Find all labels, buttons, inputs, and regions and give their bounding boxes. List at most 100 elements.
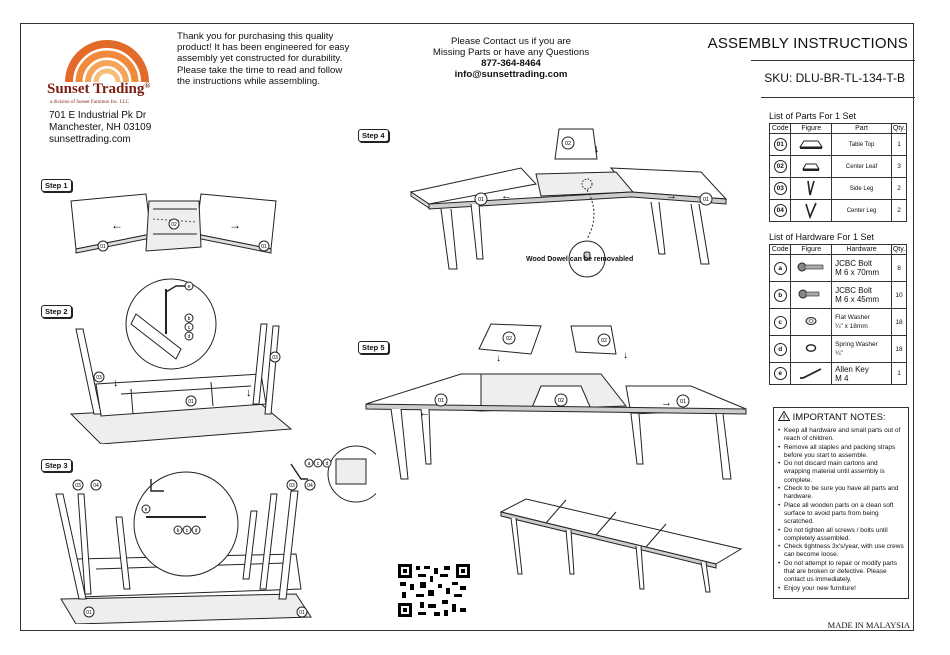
parts-list-title: List of Parts For 1 Set: [769, 111, 857, 121]
instruction-sheet: Sunset Trading® a division of Sunset Fur…: [20, 23, 915, 631]
qr-code-icon: [398, 564, 470, 617]
part-label: 02: [558, 398, 564, 404]
table-row: 01 Table Top 1: [768, 133, 907, 156]
sku-label: SKU: DLU-BR-TL-134-T-B: [764, 71, 905, 85]
sunset-arc-icon: [65, 40, 149, 83]
svg-text:↓: ↓: [594, 143, 600, 155]
part-label: 01: [188, 399, 194, 405]
list-item: Enjoy your new furniture!: [778, 585, 904, 594]
important-notes: ! IMPORTANT NOTES: Keep all hardware and…: [773, 407, 909, 599]
step-2-diagram: e b c d ↓ ↓ 03 03 01: [69, 278, 293, 444]
part-label: 02: [565, 141, 571, 147]
parts-table: Code Figure Part Qty. 01 Table Top 1 02 …: [768, 123, 907, 222]
list-item: Check tightness 3x's/year, with use crew…: [778, 543, 904, 560]
svg-text:→: →: [666, 190, 677, 202]
svg-text:↓: ↓: [496, 353, 501, 364]
part-label: b: [188, 316, 191, 322]
list-item: Keep all hardware and small parts out of…: [778, 427, 904, 444]
step-3-diagram: b c d e a c d 03 04 03 04 01 01: [55, 445, 376, 624]
part-label: e: [145, 507, 148, 513]
spring-washer-icon: [806, 344, 817, 352]
made-in-label: MADE IN MALAYSIA: [827, 620, 910, 630]
part-label: 01: [100, 244, 106, 250]
part-label: d: [195, 528, 198, 534]
list-item: Remove all staples and packing straps be…: [778, 444, 904, 461]
step-4-label: Step 4: [358, 129, 389, 142]
part-label: d: [326, 461, 329, 467]
step-1-label: Step 1: [41, 179, 72, 192]
warning-icon: !: [777, 410, 791, 422]
part-label: 03: [96, 375, 102, 381]
step-5-diagram: 02 02 ↓↓ 02 01 01 ←→: [365, 323, 747, 480]
part-label: a: [308, 461, 311, 467]
part-label: 02: [601, 338, 607, 344]
bolt-icon: [797, 262, 824, 272]
step-4-diagram: 02 ↓ 01 01 ← →: [409, 128, 728, 278]
part-label: 01: [478, 197, 484, 203]
part-label: b: [177, 528, 180, 534]
list-item: Do not tighten all screws / bolts until …: [778, 527, 904, 544]
svg-text:!: !: [783, 415, 785, 422]
hardware-list-title: List of Hardware For 1 Set: [769, 232, 875, 242]
svg-text:←: ←: [111, 218, 123, 232]
flat-washer-icon: [805, 317, 817, 325]
part-label: 01: [261, 244, 267, 250]
step-3-label: Step 3: [41, 459, 72, 472]
part-label: d: [188, 334, 191, 340]
svg-text:↓: ↓: [246, 387, 252, 399]
brand-name: Sunset Trading: [47, 81, 145, 97]
part-label: e: [188, 284, 191, 290]
list-item: Do not attempt to repair or modify parts…: [778, 560, 904, 585]
table-top-icon: [799, 140, 824, 149]
dowel-note: Wood Dowel can be removabled: [526, 256, 634, 263]
part-label: 02: [506, 336, 512, 342]
svg-text:→: →: [229, 218, 241, 232]
part-label: c: [188, 325, 191, 331]
list-item: Place all wooden parts on a clean soft s…: [778, 502, 904, 527]
svg-text:↓: ↓: [623, 350, 628, 361]
svg-text:←: ←: [501, 190, 512, 202]
part-label: 02: [171, 222, 177, 228]
contact-block: Please Contact us if you are Missing Par…: [416, 36, 606, 80]
part-label: 01: [703, 197, 709, 203]
center-leg-icon: [805, 202, 817, 219]
page-title: ASSEMBLY INSTRUCTIONS: [707, 35, 908, 52]
part-label: c: [186, 528, 189, 534]
step-2-label: Step 2: [41, 305, 72, 318]
allen-key-icon: [800, 367, 822, 379]
svg-text:↓: ↓: [113, 377, 119, 389]
part-label: c: [317, 461, 320, 467]
brand-tagline: a division of Sunset Furniture Inc. LLC: [50, 100, 130, 105]
part-label: 01: [86, 610, 92, 616]
table-row: 02 Center Leaf 3: [768, 155, 907, 178]
table-row: 03 Side Leg 2: [768, 177, 907, 200]
part-label: 03: [272, 355, 278, 361]
assembled-table-diagram: [499, 498, 743, 593]
list-item: Check to be sure you have all parts and …: [778, 485, 904, 502]
part-label: 01: [299, 610, 305, 616]
part-label: 01: [680, 399, 686, 405]
company-address: 701 E Industrial Pk Dr Manchester, NH 03…: [49, 110, 152, 145]
notes-list: Keep all hardware and small parts out of…: [778, 427, 904, 593]
intro-text: Thank you for purchasing this quality pr…: [177, 31, 350, 87]
part-label: 04: [307, 483, 313, 489]
contact-email: info@sunsettrading.com: [454, 69, 568, 80]
part-label: 04: [93, 483, 99, 489]
part-label: 03: [75, 483, 81, 489]
center-leaf-icon: [802, 163, 821, 171]
step-5-label: Step 5: [358, 341, 389, 354]
contact-phone: 877-364-8464: [481, 58, 541, 69]
bolt-icon: [798, 289, 820, 299]
svg-text:→: →: [661, 397, 672, 409]
step-1-diagram: ← → 02 01 01: [70, 193, 277, 254]
part-label: 01: [438, 398, 444, 404]
part-label: 03: [289, 483, 295, 489]
list-item: Do not discard main cartons and wrapping…: [778, 460, 904, 485]
brand-logo: Sunset Trading® a division of Sunset Fur…: [47, 34, 167, 114]
